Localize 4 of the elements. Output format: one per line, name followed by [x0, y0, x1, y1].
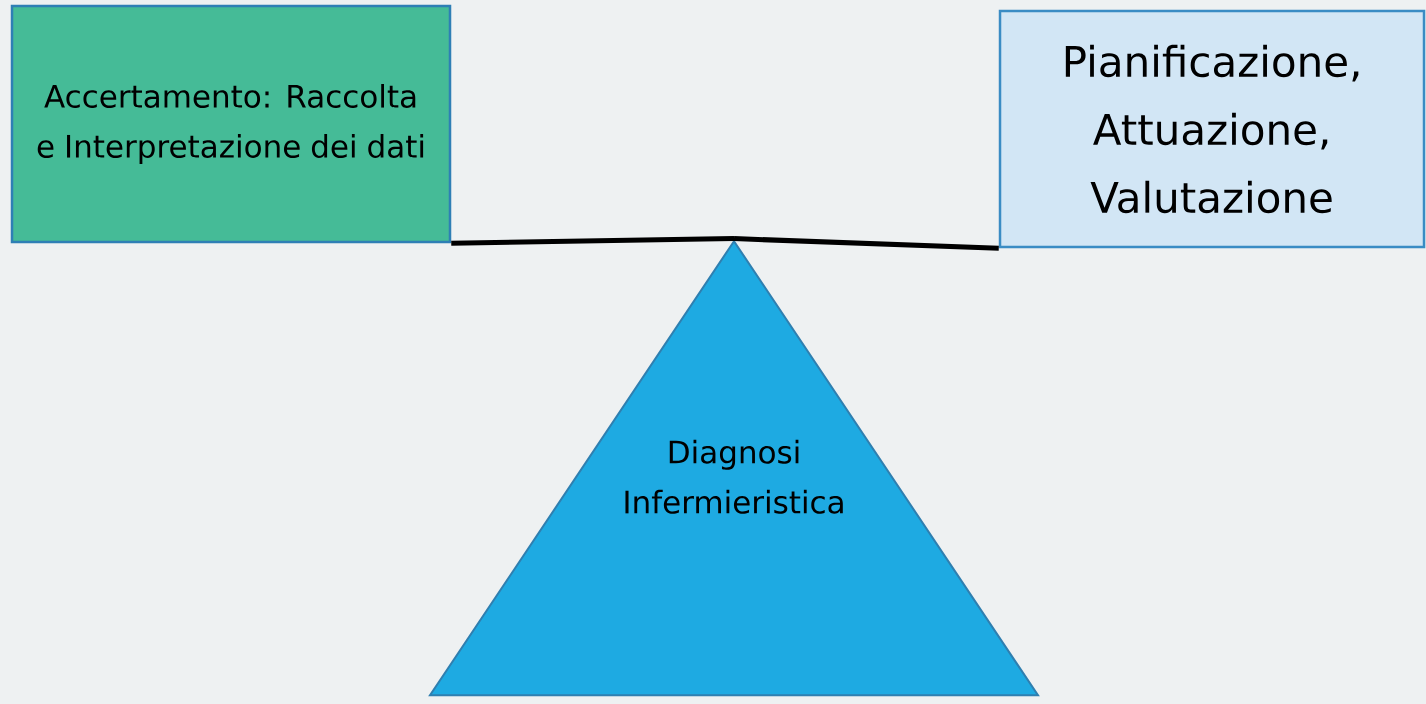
process-box: Pianificazione, Attuazione, Valutazione: [998, 9, 1426, 249]
process-box: Accertamento: Raccolta e Interpretazione dei dati: [10, 4, 452, 244]
beam-line: [451, 236, 735, 246]
beam-line: [733, 236, 999, 251]
